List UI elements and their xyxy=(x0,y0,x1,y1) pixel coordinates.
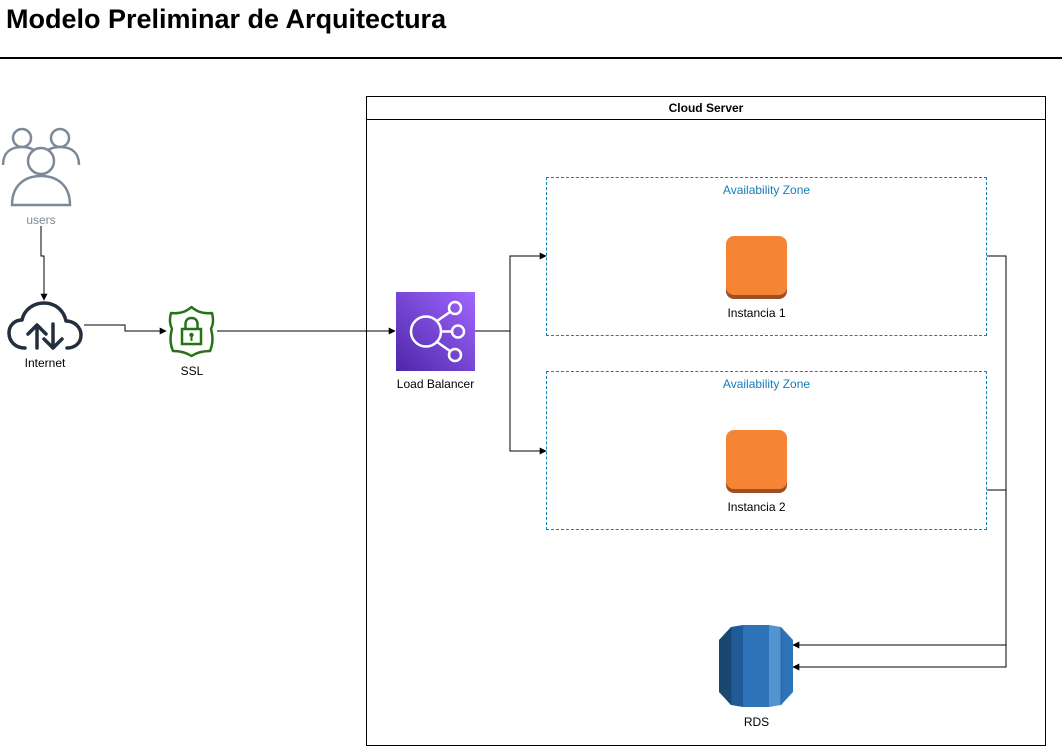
edge-loadbalancer-zone2 xyxy=(509,331,547,455)
cloud-server-container[interactable]: Cloud Server xyxy=(366,96,1046,746)
availability-zone-1-label: Availability Zone xyxy=(722,183,811,197)
instance-1-label: Instancia 1 xyxy=(727,306,786,320)
internet-label: Internet xyxy=(24,356,66,370)
cloud-server-label: Cloud Server xyxy=(367,97,1045,120)
edge-users-internet xyxy=(40,226,48,301)
edge-loadbalancer-zone1 xyxy=(475,252,547,332)
users-icon xyxy=(1,127,81,207)
ec2-instance-icon[interactable] xyxy=(726,430,787,493)
users-label: users xyxy=(26,213,56,227)
edge-zone1-rds xyxy=(792,255,1007,649)
load-balancer-label: Load Balancer xyxy=(396,377,475,391)
page-title: Modelo Preliminar de Arquitectura xyxy=(6,4,447,34)
internet-cloud-icon xyxy=(7,301,83,350)
edge-zone2-rds xyxy=(792,489,1007,671)
instance-2-label: Instancia 2 xyxy=(727,500,786,514)
rds-database-icon[interactable] xyxy=(719,625,793,707)
rds-label: RDS xyxy=(743,715,770,729)
availability-zone-2-label: Availability Zone xyxy=(722,377,811,391)
load-balancer-icon[interactable] xyxy=(396,292,475,371)
ec2-instance-icon[interactable] xyxy=(726,236,787,299)
edge-internet-ssl xyxy=(84,324,167,335)
title-divider xyxy=(0,57,1062,59)
ssl-label: SSL xyxy=(180,364,204,378)
ssl-shield-lock-icon xyxy=(168,305,215,358)
